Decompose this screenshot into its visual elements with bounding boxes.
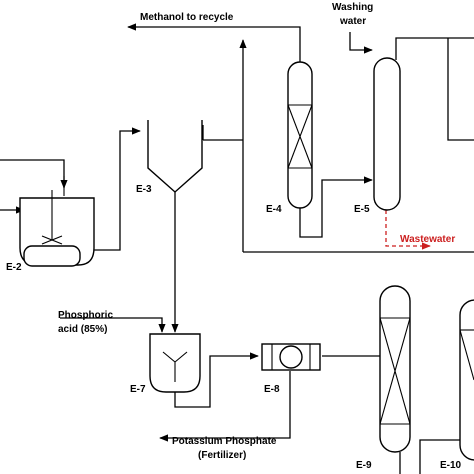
feed-line-top [0,159,68,189]
e8-tag: E-8 [264,384,280,395]
e3-tag: E-3 [136,184,152,195]
column-e4 [287,61,313,209]
methanol-recycle-line [127,23,301,62]
reactor-e2 [19,176,95,267]
washing-water-label-1: Washing [332,2,373,13]
methanol-recycle-label: Methanol to recycle [140,12,234,23]
e4-tag: E-4 [266,204,282,215]
wastewater-label: Wastewater [400,234,455,245]
e7-tag: E-7 [130,384,146,395]
e5-right-drop [447,38,474,141]
column-e10 [459,299,474,461]
e5-tag: E-5 [354,204,370,215]
e9-tag: E-9 [356,460,372,471]
reactor-to-e3-line [80,127,141,251]
washing-water-line [349,32,373,54]
column-e5 [373,57,401,211]
product-label-2: (Fertilizer) [198,450,246,461]
e5-overhead-line [395,37,474,60]
e8-to-product-line [159,371,291,442]
e10-tag: E-10 [440,460,462,471]
e9-to-e10-line [419,439,474,474]
separator-e3 [147,120,203,193]
washing-water-label-2: water [339,16,366,27]
product-label-1: Potassium Phosphate [172,436,277,447]
agitator-blades [41,235,63,245]
e7-to-e8-line [174,352,259,408]
phosphoric-acid-label-2: acid (85%) [58,324,107,335]
phosphoric-acid-line [60,317,166,333]
column-e9 [379,285,411,453]
e2-tag: E-2 [6,262,22,273]
reactor-jacket [23,245,81,267]
phosphoric-acid-label-1: Phosphoric [58,310,113,321]
wastewater-line [385,210,431,250]
e4-to-e5-line [299,176,373,238]
filter-e8 [261,343,321,371]
mixer-e7 [149,333,201,393]
